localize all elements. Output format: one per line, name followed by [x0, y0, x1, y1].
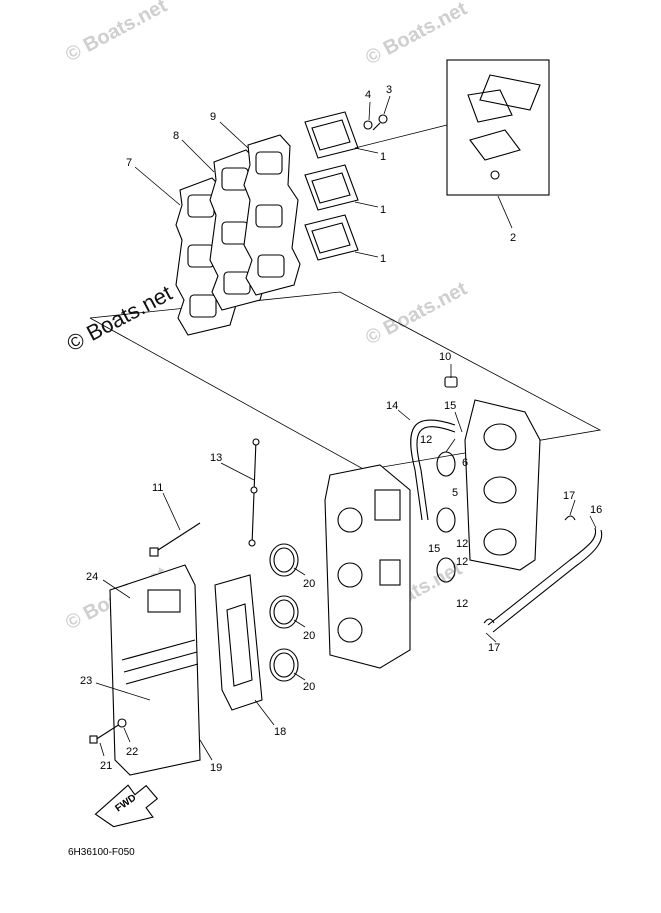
callout-2: 2 [510, 232, 516, 244]
watermark-mid-right: © Boats.net [362, 278, 471, 350]
callout-12-c: 12 [456, 556, 468, 568]
callout-1-middle: 1 [380, 204, 386, 216]
bolt-21 [89, 723, 121, 744]
callout-4: 4 [365, 89, 371, 101]
callout-15-bottom: 15 [428, 543, 440, 555]
callout-20-middle: 20 [303, 630, 315, 642]
ring-20-top [269, 543, 299, 577]
intake-manifold [464, 399, 541, 571]
callout-1-top: 1 [380, 151, 386, 163]
carburetor-assembly [324, 464, 411, 669]
gasket-9 [243, 134, 301, 296]
clip-17-upper [564, 515, 576, 521]
oring-12-a [436, 451, 456, 477]
callout-8: 8 [173, 130, 179, 142]
bolt-11 [149, 522, 201, 557]
silencer-gasket-18 [214, 574, 263, 711]
callout-16: 16 [590, 504, 602, 516]
watermark-main: © Boats.net [63, 280, 177, 356]
callout-23: 23 [80, 675, 92, 687]
callout-17-top: 17 [563, 490, 575, 502]
callout-3: 3 [386, 84, 392, 96]
hose-16 [487, 527, 597, 626]
callout-12-d: 12 [456, 598, 468, 610]
leader-lines [95, 95, 597, 761]
forward-arrow: FWD [94, 784, 159, 828]
callout-6: 6 [462, 457, 468, 469]
callout-12-b: 12 [456, 538, 468, 550]
reed-valve-top [304, 111, 359, 159]
callout-12-a: 12 [420, 434, 432, 446]
hose-14 [410, 419, 456, 521]
linkage-rod-13 [248, 438, 260, 547]
washer-22 [117, 718, 127, 728]
callout-24: 24 [86, 571, 98, 583]
callout-18: 18 [274, 726, 286, 738]
bolt-10 [444, 376, 458, 388]
callout-17-bottom: 17 [488, 642, 500, 654]
callout-14: 14 [386, 400, 398, 412]
callout-1-bottom: 1 [380, 253, 386, 265]
silencer-cover-24 [109, 564, 201, 776]
callout-11: 11 [152, 482, 163, 494]
callout-13: 13 [210, 452, 222, 464]
callout-21: 21 [100, 760, 112, 772]
reed-valve-bottom [304, 214, 359, 261]
reed-valve-middle [304, 164, 359, 211]
oring-12-c [436, 557, 456, 583]
watermark-top-left: © Boats.net [62, 0, 171, 66]
diagram-code: 6H36100-F050 [68, 847, 135, 858]
watermark-top-right: © Boats.net [362, 0, 471, 69]
callout-15-top: 15 [444, 400, 456, 412]
callout-19: 19 [210, 762, 222, 774]
callout-20-top: 20 [303, 578, 315, 590]
washer-4 [363, 120, 373, 130]
callout-7: 7 [126, 157, 132, 169]
ring-20-bottom [269, 648, 299, 682]
oring-12-b [436, 507, 456, 533]
callout-20-bottom: 20 [303, 681, 315, 693]
callout-labels: 1 1 1 2 3 4 5 6 7 8 9 10 11 12 12 12 12 … [80, 84, 602, 774]
callout-9: 9 [210, 111, 216, 123]
reed-valve-detail-box [354, 59, 550, 196]
callout-10: 10 [439, 351, 451, 363]
clip-17-lower [483, 618, 495, 624]
ring-20-middle [269, 595, 299, 629]
callout-22: 22 [126, 746, 138, 758]
screw-3 [372, 114, 388, 131]
callout-5: 5 [452, 487, 458, 499]
